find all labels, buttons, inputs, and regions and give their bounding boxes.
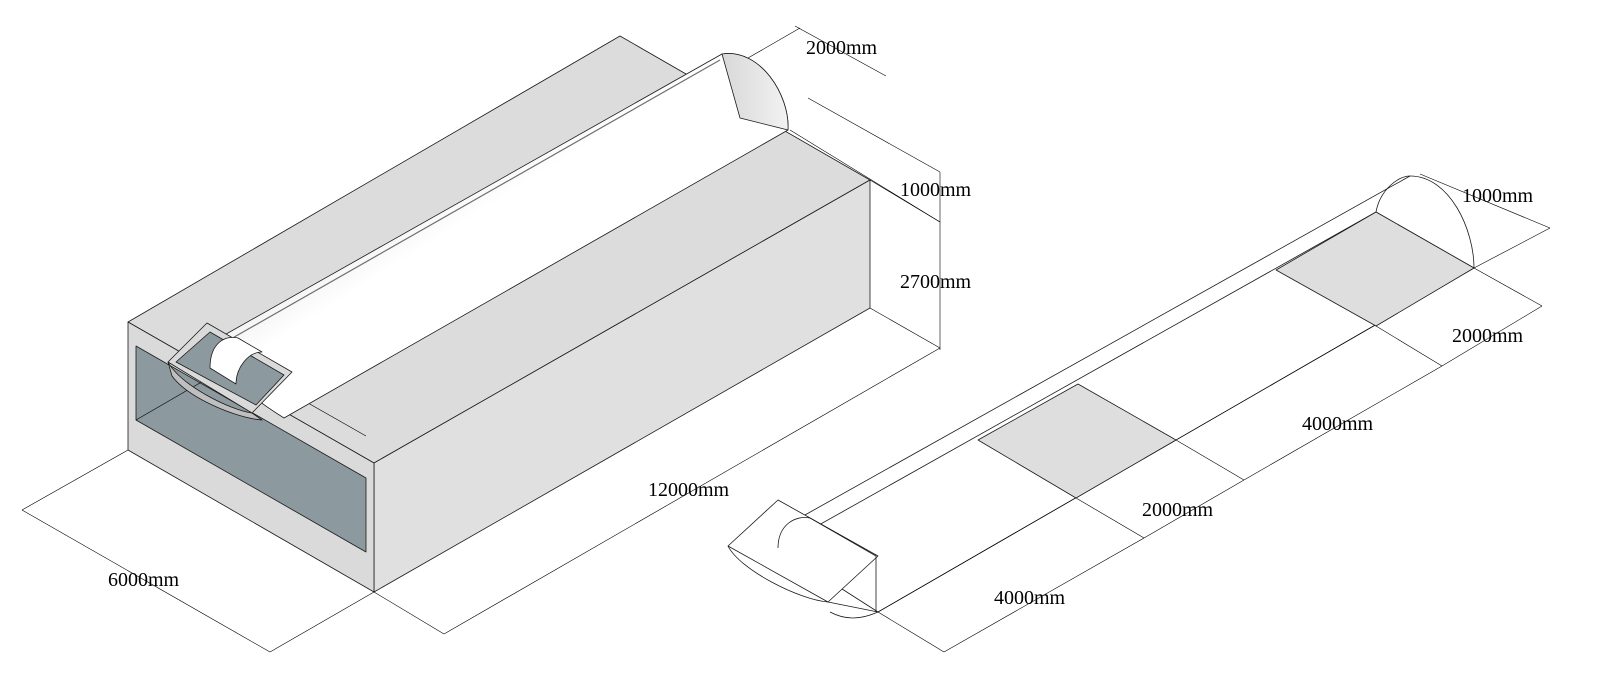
dim-left-vault-width: 2000mm	[806, 37, 878, 59]
dim-right-segment-near: 4000mm	[994, 587, 1066, 609]
left-model	[21, 25, 941, 653]
far-end-arch	[1375, 175, 1475, 269]
entrance-frame	[727, 499, 879, 603]
dim-left-box-height: 2700mm	[900, 271, 972, 293]
dim-left-vault-height: 1000mm	[900, 179, 972, 201]
right-dimension-lines	[877, 173, 1551, 653]
vault-end-cap	[721, 53, 789, 131]
vault-ridge	[214, 59, 721, 349]
dim-right-vault-height: 1000mm	[1462, 185, 1534, 207]
right-model	[727, 173, 1551, 653]
left-dimension-lines	[21, 25, 941, 653]
entrance-lip	[167, 361, 263, 421]
entrance-arch-right	[777, 517, 877, 612]
dim-left-box-length: 12000mm	[648, 479, 730, 501]
entrance-lip-right	[727, 545, 879, 619]
vault-crown-line	[795, 175, 1411, 521]
front-opening	[135, 345, 367, 553]
entrance-arch	[209, 336, 263, 385]
dim-left-box-width: 6000mm	[108, 569, 180, 591]
dim-right-segment-far: 4000mm	[1302, 413, 1374, 435]
dim-right-zone-mid: 2000mm	[1142, 499, 1214, 521]
dim-right-vault-width: 2000mm	[1452, 325, 1524, 347]
